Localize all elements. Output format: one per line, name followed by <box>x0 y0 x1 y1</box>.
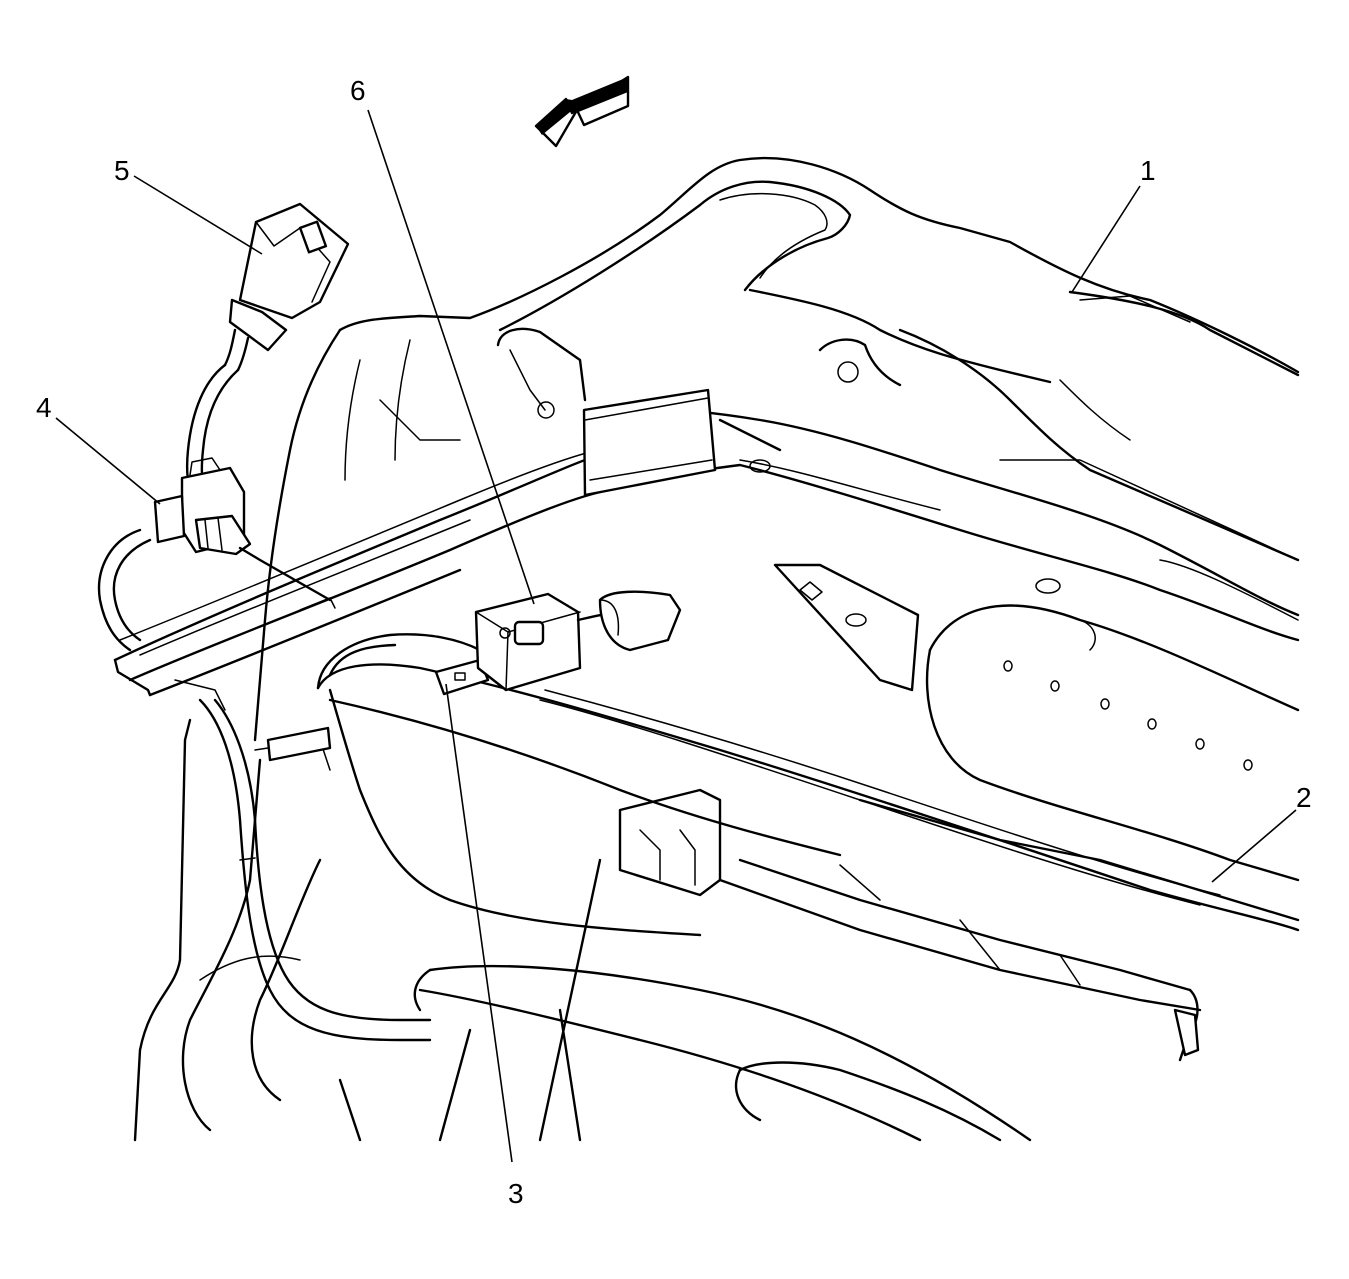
vehicle-frame-illustration <box>97 156 1300 1142</box>
forward-direction-arrow-icon <box>534 75 630 148</box>
callout-1: 1 <box>1140 155 1156 186</box>
leader-line-6 <box>367 109 535 605</box>
callout-2: 2 <box>1296 782 1312 813</box>
leader-line-2 <box>1211 809 1297 883</box>
leader-line-3 <box>445 683 513 1163</box>
callout-5: 5 <box>114 155 130 186</box>
leader-line-4 <box>55 417 161 505</box>
leader-line-1 <box>1071 185 1141 293</box>
callout-3: 3 <box>508 1178 524 1209</box>
leader-line-5 <box>133 175 263 255</box>
callout-4: 4 <box>36 392 52 423</box>
callout-labels: 1 2 3 4 5 6 <box>36 75 1312 1209</box>
callout-leaders <box>55 109 1297 1163</box>
callout-6: 6 <box>350 75 366 106</box>
